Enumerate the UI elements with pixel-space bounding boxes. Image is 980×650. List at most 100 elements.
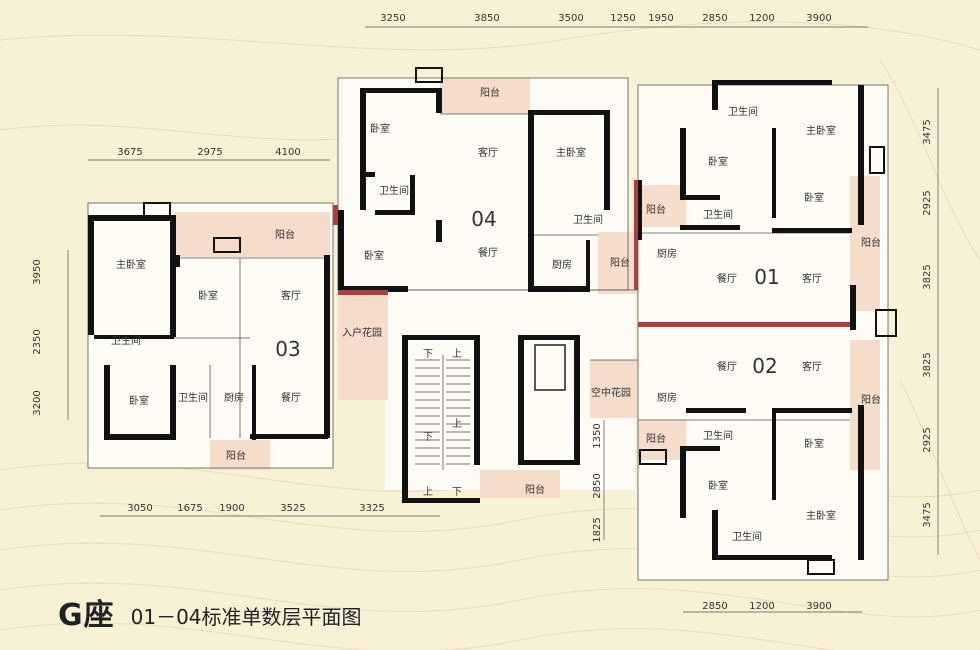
room-04-bedroom-2: 卧室 xyxy=(364,249,384,262)
room-04-bedroom-1: 卧室 xyxy=(370,122,390,135)
dims-left-side: 3950 2350 3200 xyxy=(32,259,43,415)
room-core-balcony: 阳台 xyxy=(525,483,545,496)
dim-ls-1: 3950 xyxy=(32,259,43,284)
stair-down-1: 下 xyxy=(423,349,433,360)
unit-04-number: 04 xyxy=(471,207,496,231)
dim-top-5: 1950 xyxy=(648,13,673,24)
room-03-living: 客厅 xyxy=(281,289,301,302)
dims-left-top: 3675 2975 4100 xyxy=(117,147,300,158)
dim-top-7: 1200 xyxy=(749,13,774,24)
dim-cs-3: 1825 xyxy=(592,517,603,542)
room-02-master-bedroom: 主卧室 xyxy=(806,509,836,522)
unit-02-number: 02 xyxy=(752,354,777,378)
dim-r-6: 3475 xyxy=(922,502,933,527)
room-01-bedroom-2: 卧室 xyxy=(804,191,824,204)
room-03-bedroom-1: 卧室 xyxy=(198,289,218,302)
dim-br-3: 3900 xyxy=(806,601,831,612)
dim-top-2: 3850 xyxy=(474,13,499,24)
dim-b-4: 3525 xyxy=(280,503,305,514)
structural-walls xyxy=(88,80,864,560)
room-02-balcony-1: 阳台 xyxy=(861,393,881,406)
unit-02-rooms: 餐厅 客厅 厨房 阳台 卫生间 卧室 阳台 卧室 主卧室 卫生间 02 xyxy=(646,354,881,543)
room-03-bedroom-2: 卧室 xyxy=(129,394,149,407)
room-04-balcony-2: 阳台 xyxy=(610,256,630,269)
caption-subtitle: 01－04标准单数层平面图 xyxy=(130,605,362,629)
room-03-master-bedroom: 主卧室 xyxy=(116,258,146,271)
room-02-bathroom-1: 卫生间 xyxy=(703,429,733,442)
dims-bottom-right: 2850 1200 3900 xyxy=(702,601,831,612)
room-04-bathroom-2: 卫生间 xyxy=(573,213,603,226)
stair-up-3: 上 xyxy=(423,486,433,498)
dim-lt-2: 2975 xyxy=(197,147,222,158)
room-03-balcony-2: 阳台 xyxy=(226,449,246,462)
dim-r-1: 3475 xyxy=(922,119,933,144)
unit-03-rooms: 阳台 主卧室 卧室 客厅 卫生间 卧室 卫生间 厨房 餐厅 阳台 03 xyxy=(111,228,301,462)
stair-up-2: 上 xyxy=(452,418,462,430)
dim-b-3: 1900 xyxy=(219,503,244,514)
dim-lt-3: 4100 xyxy=(275,147,300,158)
dim-r-3: 3825 xyxy=(922,264,933,289)
dim-top-3: 3500 xyxy=(558,13,583,24)
room-03-kitchen: 厨房 xyxy=(224,391,244,404)
stair-treads xyxy=(415,355,470,470)
dim-r-4: 3825 xyxy=(922,352,933,377)
room-02-living: 客厅 xyxy=(802,360,822,373)
room-02-bedroom-1: 卧室 xyxy=(804,437,824,450)
room-01-bathroom-1: 卫生间 xyxy=(728,105,758,118)
room-02-dining: 餐厅 xyxy=(717,360,737,373)
dim-ls-2: 2350 xyxy=(32,329,43,354)
dim-br-2: 1200 xyxy=(749,601,774,612)
dim-cs-1: 1350 xyxy=(592,423,603,448)
room-01-master-bedroom: 主卧室 xyxy=(806,124,836,137)
unit-01-number: 01 xyxy=(754,265,779,289)
room-01-living: 客厅 xyxy=(802,272,822,285)
partition-lines xyxy=(87,77,889,581)
room-01-balcony-1: 阳台 xyxy=(646,203,666,216)
room-04-bathroom-1: 卫生间 xyxy=(379,184,409,197)
dim-top-6: 2850 xyxy=(702,13,727,24)
dims-bottom: 3050 1675 1900 3525 3325 xyxy=(127,503,384,514)
room-03-balcony: 阳台 xyxy=(275,228,295,241)
room-02-bathroom-2: 卫生间 xyxy=(732,530,762,543)
room-03-dining: 餐厅 xyxy=(281,391,301,404)
room-01-kitchen: 厨房 xyxy=(657,247,677,260)
room-04-master-bedroom: 主卧室 xyxy=(556,146,586,159)
dim-top-1: 3250 xyxy=(380,13,405,24)
unit-04-rooms: 阳台 卧室 客厅 主卧室 卫生间 卫生间 卧室 餐厅 厨房 阳台 04 xyxy=(364,86,630,271)
caption-block: G座 xyxy=(58,598,115,633)
room-02-bedroom-2: 卧室 xyxy=(708,479,728,492)
room-04-living: 客厅 xyxy=(478,146,498,159)
dim-b-1: 3050 xyxy=(127,503,152,514)
dims-right: 3475 2925 3825 3825 2925 3475 xyxy=(922,119,933,527)
room-01-bathroom-2: 卫生间 xyxy=(703,208,733,221)
dims-core-side: 1350 2850 1825 xyxy=(592,423,603,542)
core-rooms: 入户花园 空中花园 阳台 下 上 下 上 上 下 xyxy=(342,326,631,498)
stair-down-2: 下 xyxy=(423,432,433,443)
room-03-bathroom-2: 卫生间 xyxy=(178,391,208,404)
room-03-bathroom-1: 卫生间 xyxy=(111,334,141,347)
room-01-bedroom-1: 卧室 xyxy=(708,155,728,168)
dim-br-1: 2850 xyxy=(702,601,727,612)
room-04-kitchen: 厨房 xyxy=(552,258,572,271)
room-sky-garden: 空中花园 xyxy=(591,386,631,399)
plan-caption: G座 01－04标准单数层平面图 xyxy=(58,586,362,634)
dim-ls-3: 3200 xyxy=(32,390,43,415)
room-01-balcony-2: 阳台 xyxy=(861,236,881,249)
dim-r-2: 2925 xyxy=(922,190,933,215)
room-01-dining: 餐厅 xyxy=(717,272,737,285)
ac-units xyxy=(143,67,897,575)
room-02-kitchen: 厨房 xyxy=(657,391,677,404)
dim-cs-2: 2850 xyxy=(592,473,603,498)
unit-03-number: 03 xyxy=(275,337,300,361)
stair-up-1: 上 xyxy=(452,348,462,360)
room-04-balcony: 阳台 xyxy=(480,86,500,99)
room-entry-garden: 入户花园 xyxy=(342,326,382,339)
unit-01-rooms: 卫生间 主卧室 卧室 阳台 卫生间 卧室 阳台 厨房 餐厅 客厅 01 xyxy=(646,105,881,289)
room-04-dining: 餐厅 xyxy=(478,246,498,259)
dim-lt-1: 3675 xyxy=(117,147,142,158)
stair-down-3: 下 xyxy=(452,487,462,498)
dim-top-4: 1250 xyxy=(610,13,635,24)
dim-top-8: 3900 xyxy=(806,13,831,24)
dimension-lines xyxy=(67,26,939,613)
